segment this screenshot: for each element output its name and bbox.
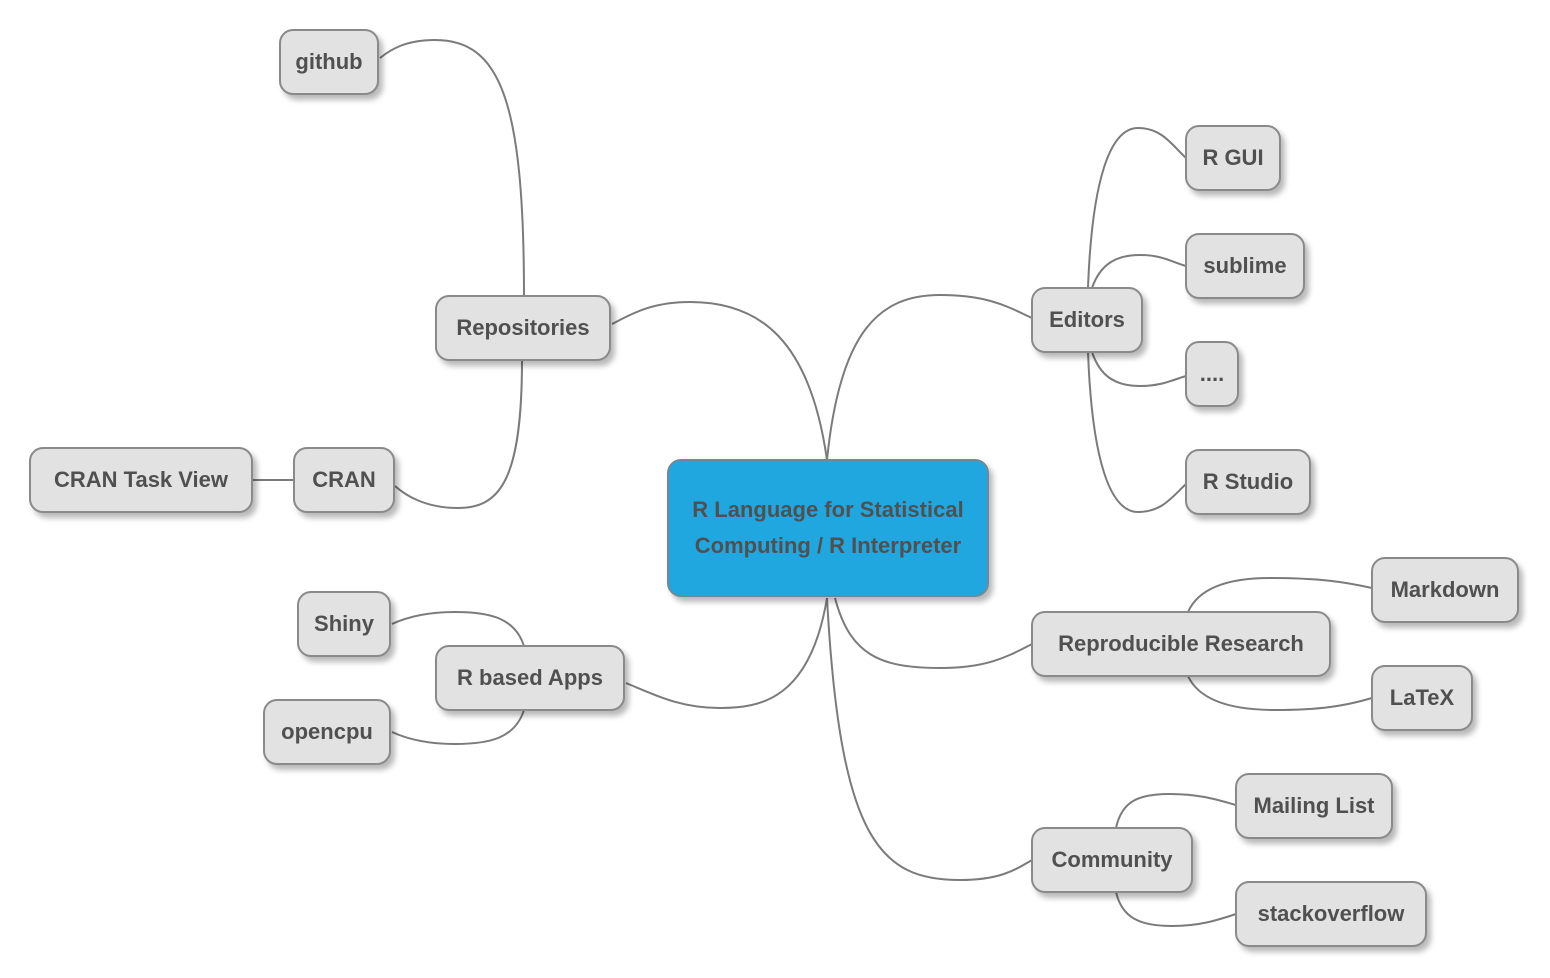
edge-editors-rstudio xyxy=(1087,351,1187,514)
edge-apps-opencpu xyxy=(391,709,525,746)
node-ellipsis[interactable]: .... xyxy=(1185,341,1239,407)
node-reproducible-research[interactable]: Reproducible Research xyxy=(1031,611,1331,677)
node-sublime[interactable]: sublime xyxy=(1185,233,1305,299)
edge-root-reproducible xyxy=(834,597,1033,670)
edge-root-editors xyxy=(826,293,1033,461)
root-label: R Language for Statistical Computing / R… xyxy=(692,497,964,558)
node-cran-task-view[interactable]: CRAN Task View xyxy=(29,447,253,513)
edge-community-stackoverflow xyxy=(1115,891,1237,928)
node-shiny[interactable]: Shiny xyxy=(297,591,391,657)
root-node[interactable]: R Language for Statistical Computing / R… xyxy=(667,459,989,597)
node-stackoverflow[interactable]: stackoverflow xyxy=(1235,881,1427,947)
node-community[interactable]: Community xyxy=(1031,827,1193,893)
edge-editors-rgui xyxy=(1087,126,1187,289)
node-cran[interactable]: CRAN xyxy=(293,447,395,513)
node-opencpu[interactable]: opencpu xyxy=(263,699,391,765)
node-editors[interactable]: Editors xyxy=(1031,287,1143,353)
node-markdown[interactable]: Markdown xyxy=(1371,557,1519,623)
edge-root-r-based-apps xyxy=(625,597,828,710)
edge-repositories-cran xyxy=(394,359,523,510)
node-latex[interactable]: LaTeX xyxy=(1371,665,1473,731)
edge-repro-markdown xyxy=(1187,576,1373,613)
node-github[interactable]: github xyxy=(279,29,379,95)
node-r-studio[interactable]: R Studio xyxy=(1185,449,1311,515)
edge-repro-latex xyxy=(1187,675,1373,712)
node-repositories[interactable]: Repositories xyxy=(435,295,611,361)
edge-repositories-github xyxy=(379,38,525,297)
node-r-gui[interactable]: R GUI xyxy=(1185,125,1281,191)
edge-root-repositories xyxy=(611,300,828,461)
edge-apps-shiny xyxy=(391,610,525,647)
node-r-based-apps[interactable]: R based Apps xyxy=(435,645,625,711)
edge-root-community xyxy=(826,597,1033,882)
edge-community-mailing xyxy=(1115,792,1237,829)
edge-editors-sublime xyxy=(1091,253,1187,289)
edge-editors-ellipsis xyxy=(1091,351,1187,388)
node-mailing-list[interactable]: Mailing List xyxy=(1235,773,1393,839)
